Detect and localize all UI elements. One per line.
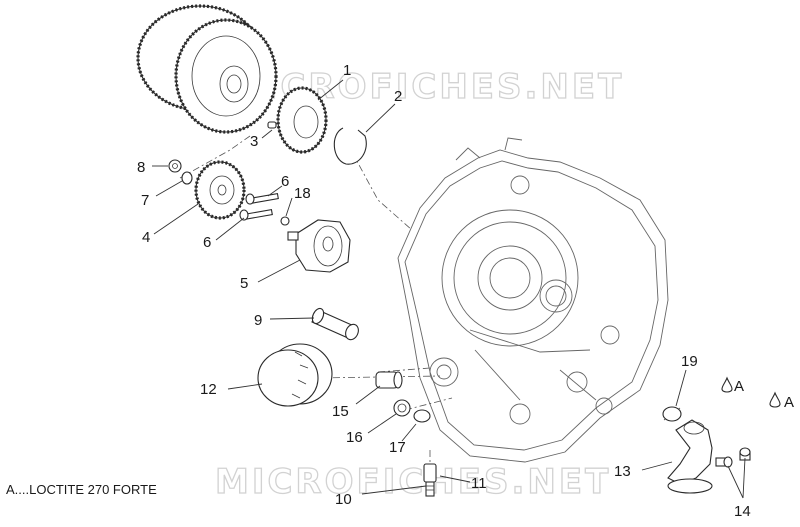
o-ring-18 <box>280 216 290 226</box>
leader-lines <box>152 79 746 499</box>
callout-8: 8 <box>137 159 145 176</box>
callout-16: 16 <box>346 429 363 446</box>
callout-18: 18 <box>294 185 311 202</box>
callout-3: 3 <box>250 133 258 150</box>
oil-valve-9 <box>311 307 359 341</box>
callout-13: 13 <box>614 463 631 480</box>
screw-6-lower <box>239 208 273 221</box>
pin-3 <box>267 121 277 129</box>
callout-4: 4 <box>142 229 150 246</box>
callout-a-left: A <box>734 378 744 395</box>
loctite-note: A....LOCTITE 270 FORTE <box>6 482 157 497</box>
callout-6-upper: 6 <box>281 173 289 190</box>
oil-pump-gear-4 <box>194 160 246 220</box>
gasket-19 <box>662 406 682 422</box>
oil-union-pipe-13 <box>667 419 713 494</box>
screw-14-right <box>739 447 751 461</box>
callout-1: 1 <box>343 62 351 79</box>
loctite-drop-icon <box>769 391 781 408</box>
screw-14-left <box>715 456 733 468</box>
callout-6-lower: 6 <box>203 234 211 251</box>
callout-labels: 1 2 3 8 7 4 6 18 6 5 9 12 15 16 17 10 11… <box>137 62 794 520</box>
callout-11: 11 <box>471 475 487 492</box>
callout-15: 15 <box>332 403 349 420</box>
callout-14: 14 <box>734 503 751 520</box>
o-ring-17 <box>413 409 431 423</box>
callout-a-right: A <box>784 394 794 411</box>
oil-pressure-sensor-10 <box>423 463 437 497</box>
clutch-drive-gear-assembly <box>136 4 278 134</box>
sealing-ring-16 <box>393 399 411 417</box>
callout-2: 2 <box>394 88 402 105</box>
callout-12: 12 <box>200 381 217 398</box>
callout-7: 7 <box>141 192 149 209</box>
callout-9: 9 <box>254 312 262 329</box>
washer-7 <box>181 171 193 185</box>
callout-17: 17 <box>389 439 406 456</box>
bush-15 <box>375 371 403 389</box>
crankcase <box>397 137 669 463</box>
loctite-drop-icon <box>721 376 733 393</box>
callout-5: 5 <box>240 275 248 292</box>
circlip-2 <box>333 127 367 165</box>
callout-19: 19 <box>681 353 698 370</box>
oil-pump-5 <box>287 219 351 273</box>
nut-8 <box>168 159 182 173</box>
watermark-bottom: MICROFICHES.NET <box>215 462 611 502</box>
oil-filter-12 <box>257 343 333 407</box>
gear-1 <box>276 86 328 154</box>
screw-6-upper <box>245 192 279 205</box>
callout-10: 10 <box>335 491 352 508</box>
